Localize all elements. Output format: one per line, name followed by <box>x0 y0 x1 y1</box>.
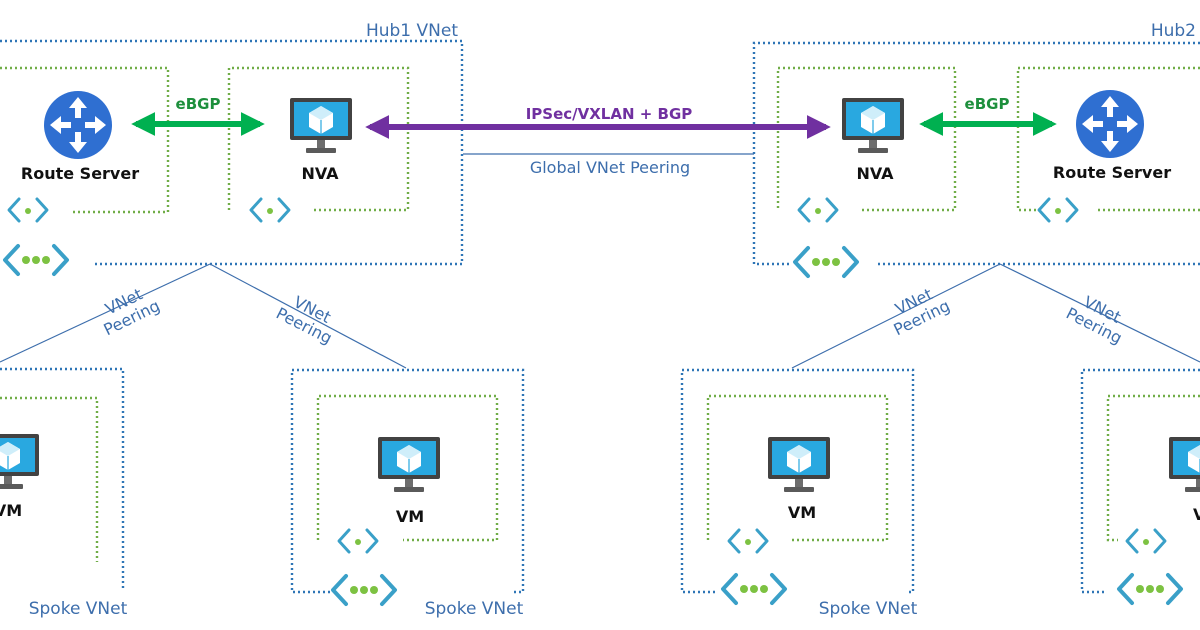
route-server-icon <box>1076 90 1144 158</box>
subnet-icon <box>7 197 49 223</box>
hub1-vnet-title: Hub1 VNet <box>366 21 458 41</box>
spoke2-vnet: VM Spoke VNet <box>290 368 525 619</box>
hub1-nva-subnet <box>227 66 410 212</box>
spoke4-vnet-border <box>1080 368 1200 594</box>
global-vnet-peering-label: Global VNet Peering <box>530 158 690 177</box>
monitor-vm-icon <box>841 97 905 154</box>
hub1-route-server-label: Route Server <box>21 164 139 183</box>
hub1-ebgp-label: eBGP <box>176 95 221 113</box>
hub2-route-server-label: Route Server <box>1053 163 1171 182</box>
monitor-vm-icon <box>289 97 353 154</box>
spoke1-subnet <box>0 396 99 562</box>
hub2-ebgp-label: eBGP <box>965 95 1010 113</box>
subnet-icon <box>337 528 379 554</box>
hub-spoke-peerings: VNet Peering VNet Peering VNet Peering V… <box>0 263 1200 369</box>
peering-line <box>791 263 1001 369</box>
monitor-vm-icon <box>1168 436 1200 493</box>
hub2-vnet: Hub2 NVA Route Server eBGP <box>752 21 1200 278</box>
peering-line <box>999 263 1200 363</box>
vnet-icon <box>3 244 69 276</box>
spoke1-vnet: VM Spoke VNet <box>0 367 128 619</box>
spoke2-vnet-border <box>290 368 525 594</box>
spoke1-vnet-border <box>0 367 125 590</box>
spoke3-vnet: VM Spoke VNet <box>680 368 918 619</box>
spoke4-vnet: VM <box>1080 368 1200 605</box>
peering-label: VNet Peering <box>101 284 163 339</box>
peering-line <box>0 263 211 363</box>
spoke2-vnet-title: Spoke VNet <box>425 599 524 619</box>
route-server-icon <box>44 91 112 159</box>
spoke2-subnet <box>316 394 499 542</box>
hub2-nva-label: NVA <box>856 164 894 183</box>
vnet-icon <box>331 574 397 606</box>
peering-label: VNet Peering <box>273 292 335 347</box>
spoke3-subnet <box>706 394 889 542</box>
spoke3-vnet-border <box>680 368 915 594</box>
peering-label: VNet Peering <box>891 284 953 339</box>
vnet-icon <box>793 246 859 278</box>
monitor-vm-icon <box>0 433 40 490</box>
hub2-nva-subnet <box>776 66 957 212</box>
spoke4-vm-label: VM <box>1193 505 1200 524</box>
spoke3-vm-label: VM <box>788 503 816 522</box>
ipsec-tunnel-label: IPSec/VXLAN + BGP <box>526 105 693 123</box>
hub1-vnet-border <box>0 39 464 266</box>
hub1-nva-label: NVA <box>301 164 339 183</box>
inter-hub-links: IPSec/VXLAN + BGP Global VNet Peering <box>365 105 831 177</box>
spoke1-vnet-title: Spoke VNet <box>29 599 128 619</box>
vnet-icon <box>1117 573 1183 605</box>
spoke4-subnet <box>1106 394 1200 542</box>
spoke2-vm-label: VM <box>396 507 424 526</box>
spoke3-vnet-title: Spoke VNet <box>819 599 918 619</box>
subnet-icon <box>1125 528 1167 554</box>
subnet-icon <box>797 197 839 223</box>
vnet-icon <box>721 573 787 605</box>
monitor-vm-icon <box>767 436 831 493</box>
subnet-icon <box>249 197 291 223</box>
subnet-icon <box>1037 197 1079 223</box>
spoke1-vm-label: VM <box>0 501 22 520</box>
peering-line <box>209 263 407 369</box>
monitor-vm-icon <box>377 436 441 493</box>
hub1-vnet: Hub1 VNet Route Server NVA eBGP <box>0 21 464 276</box>
hub2-vnet-title: Hub2 <box>1151 21 1196 41</box>
hub2-vnet-border <box>752 41 1200 266</box>
subnet-icon <box>727 528 769 554</box>
hub2-route-server-subnet <box>1016 66 1200 212</box>
hub1-route-server-subnet <box>0 66 170 214</box>
peering-label: VNet Peering <box>1063 292 1125 347</box>
